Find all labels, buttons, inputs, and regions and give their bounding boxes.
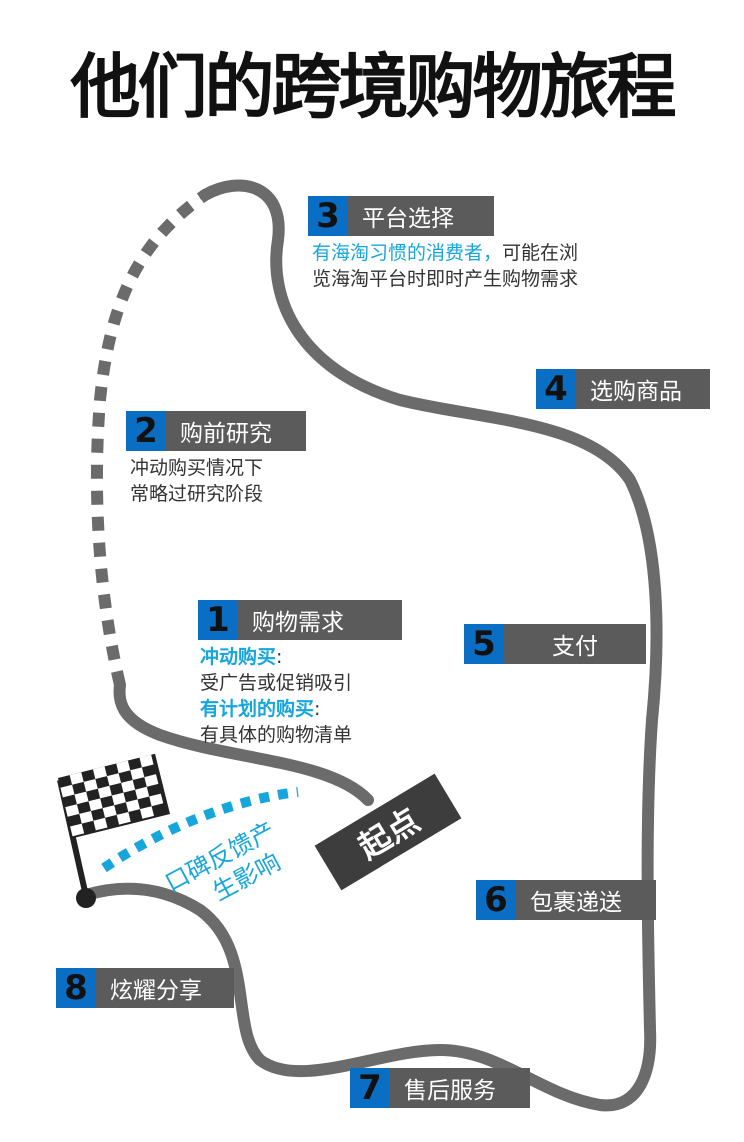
step-3-platform-selection: 3 平台选择: [308, 196, 494, 236]
step-number: 7: [350, 1068, 390, 1108]
planned-title: 有计划的购买: [200, 698, 315, 720]
step-number: 1: [198, 600, 238, 640]
step-label: 售后服务: [404, 1078, 496, 1104]
step-2-description: 冲动购买情况下 常略过研究阶段: [130, 455, 263, 507]
route-path: [80, 179, 663, 1112]
step-5-payment: 5 支付: [464, 624, 646, 664]
step-8-show-off-share: 8 炫耀分享: [56, 968, 234, 1008]
feedback-dotted-arc: [101, 787, 299, 873]
step-2-line1: 冲动购买情况下: [130, 457, 264, 479]
step-3-highlight: 有海淘习惯的消费者，: [312, 242, 503, 264]
checkered-flag-icon: [58, 753, 171, 839]
step-label: 支付: [552, 634, 598, 660]
step-number: 3: [308, 196, 348, 236]
step-number: 5: [464, 624, 504, 664]
step-label: 平台选择: [362, 206, 454, 232]
step-7-after-sales-service: 7 售后服务: [350, 1068, 530, 1108]
step-number: 2: [126, 411, 166, 451]
step-2-pre-purchase-research: 2 购前研究: [126, 411, 306, 451]
step-number: 6: [476, 880, 516, 920]
step-number: 4: [536, 369, 576, 409]
step-label: 购前研究: [180, 421, 272, 447]
planned-text: 有具体的购物清单: [200, 724, 353, 746]
step-4-choose-products: 4 选购商品: [536, 369, 710, 409]
page-title: 他们的跨境购物旅程: [70, 46, 677, 128]
step-label: 购物需求: [252, 610, 344, 636]
step-3-line2: 览海淘平台时即时产生购物需求: [312, 268, 579, 290]
impulse-colon: :: [276, 646, 283, 668]
step-6-package-delivery: 6 包裹递送: [476, 880, 656, 920]
step-3-line1: 可能在浏: [502, 242, 579, 264]
route-dashed-segment: [90, 190, 209, 687]
step-3-description: 有海淘习惯的消费者，可能在浏 览海淘平台时即时产生购物需求: [312, 240, 578, 292]
impulse-text: 受广告或促销吸引: [200, 672, 353, 694]
step-label: 选购商品: [590, 379, 682, 405]
impulse-title: 冲动购买: [200, 646, 277, 668]
planned-colon: :: [314, 698, 321, 720]
step-label: 炫耀分享: [110, 978, 202, 1004]
step-1-shopping-need: 1 购物需求: [198, 600, 402, 640]
flag-base: [76, 888, 96, 908]
step-2-line2: 常略过研究阶段: [130, 483, 264, 505]
step-1-description: 冲动购买: 受广告或促销吸引 有计划的购买: 有具体的购物清单: [200, 644, 352, 748]
step-label: 包裹递送: [530, 890, 622, 916]
step-number: 8: [56, 968, 96, 1008]
